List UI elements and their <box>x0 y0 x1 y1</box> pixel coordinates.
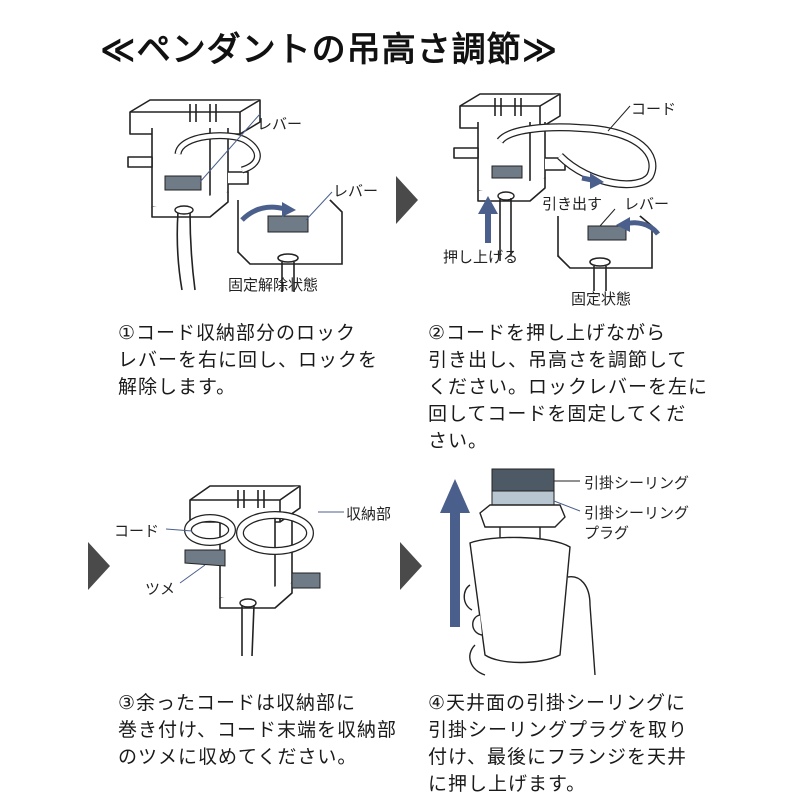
caption-line: ①コード収納部分のロック <box>118 322 357 344</box>
caption-line: ください。ロックレバーを左に <box>428 376 709 398</box>
ceiling-plug-label-line-1: 引掛シーリング <box>584 504 690 522</box>
caption-line: 付け、最後にフランジを天井 <box>428 746 688 768</box>
step-1-illustration <box>127 99 343 292</box>
caption-line: ②コードを押し上げながら <box>428 322 667 344</box>
tab-label: ツメ <box>145 580 176 598</box>
next-step-arrow-icon <box>400 542 422 590</box>
caption-line: 巻き付け、コード末端を収納部 <box>118 719 398 741</box>
caption-line: さい。 <box>428 430 489 452</box>
step-2-illustration <box>453 93 661 291</box>
caption-line: レバーを右に回し、ロックを <box>118 349 379 371</box>
page-title: ≪ペンダントの吊高さ調節≫ <box>100 30 559 70</box>
ceiling-rosette-label: 引掛シーリング <box>584 474 690 492</box>
next-step-arrow-icon <box>396 176 418 224</box>
caption-line: 引掛シーリングプラグを取り <box>428 719 689 741</box>
push-up-arrow-icon <box>478 196 498 214</box>
caption-line: 解除します。 <box>118 376 237 398</box>
caption-line: ③余ったコードは収納部に <box>118 692 357 714</box>
step-3-caption: ③余ったコードは収納部に 巻き付け、コード末端を収納部 のツメに収めてください。 <box>118 690 397 771</box>
step-4-caption: ④天井面の引掛シーリングに 引掛シーリングプラグを取り 付け、最後にフランジを天… <box>428 690 688 798</box>
tab-part <box>184 549 226 567</box>
caption-line: ④天井面の引掛シーリングに <box>428 692 687 714</box>
step-3-illustration <box>184 485 321 657</box>
caption-line: に押し上げます。 <box>428 773 587 795</box>
lever-detail-label: レバー <box>333 182 379 200</box>
push-up-label: 押し上げる <box>443 248 519 266</box>
lever-label: レバー <box>624 195 670 213</box>
unlocked-state-label: 固定解除状態 <box>228 276 319 294</box>
next-step-arrow-icon <box>88 542 110 590</box>
step-1-caption: ①コード収納部分のロック レバーを右に回し、ロックを 解除します。 <box>118 320 378 401</box>
caption-line: 回してコードを固定してくだ <box>428 403 687 425</box>
cord-label: コード <box>114 522 160 540</box>
ceiling-plug-label-line-2: プラグ <box>584 524 630 542</box>
lever-part <box>164 175 202 191</box>
step-4-illustration <box>440 468 596 676</box>
caption-line: 引き出し、吊高さを調節して <box>428 349 688 371</box>
cord-label: コード <box>631 100 677 118</box>
lever-label: レバー <box>257 115 303 133</box>
pull-out-arrow-icon <box>590 173 604 189</box>
rotate-left-arrow-icon <box>616 217 630 232</box>
caption-line: のツメに収めてください。 <box>118 746 358 768</box>
pull-out-label: 引き出す <box>542 195 603 213</box>
storage-label: 収納部 <box>346 505 392 523</box>
push-up-arrow-icon <box>440 479 470 513</box>
rotate-right-arrow-icon <box>282 202 296 217</box>
ceiling-rosette <box>491 468 555 492</box>
locked-state-label: 固定状態 <box>571 290 632 308</box>
step-2-caption: ②コードを押し上げながら 引き出し、吊高さを調節して ください。ロックレバーを左… <box>428 320 708 455</box>
